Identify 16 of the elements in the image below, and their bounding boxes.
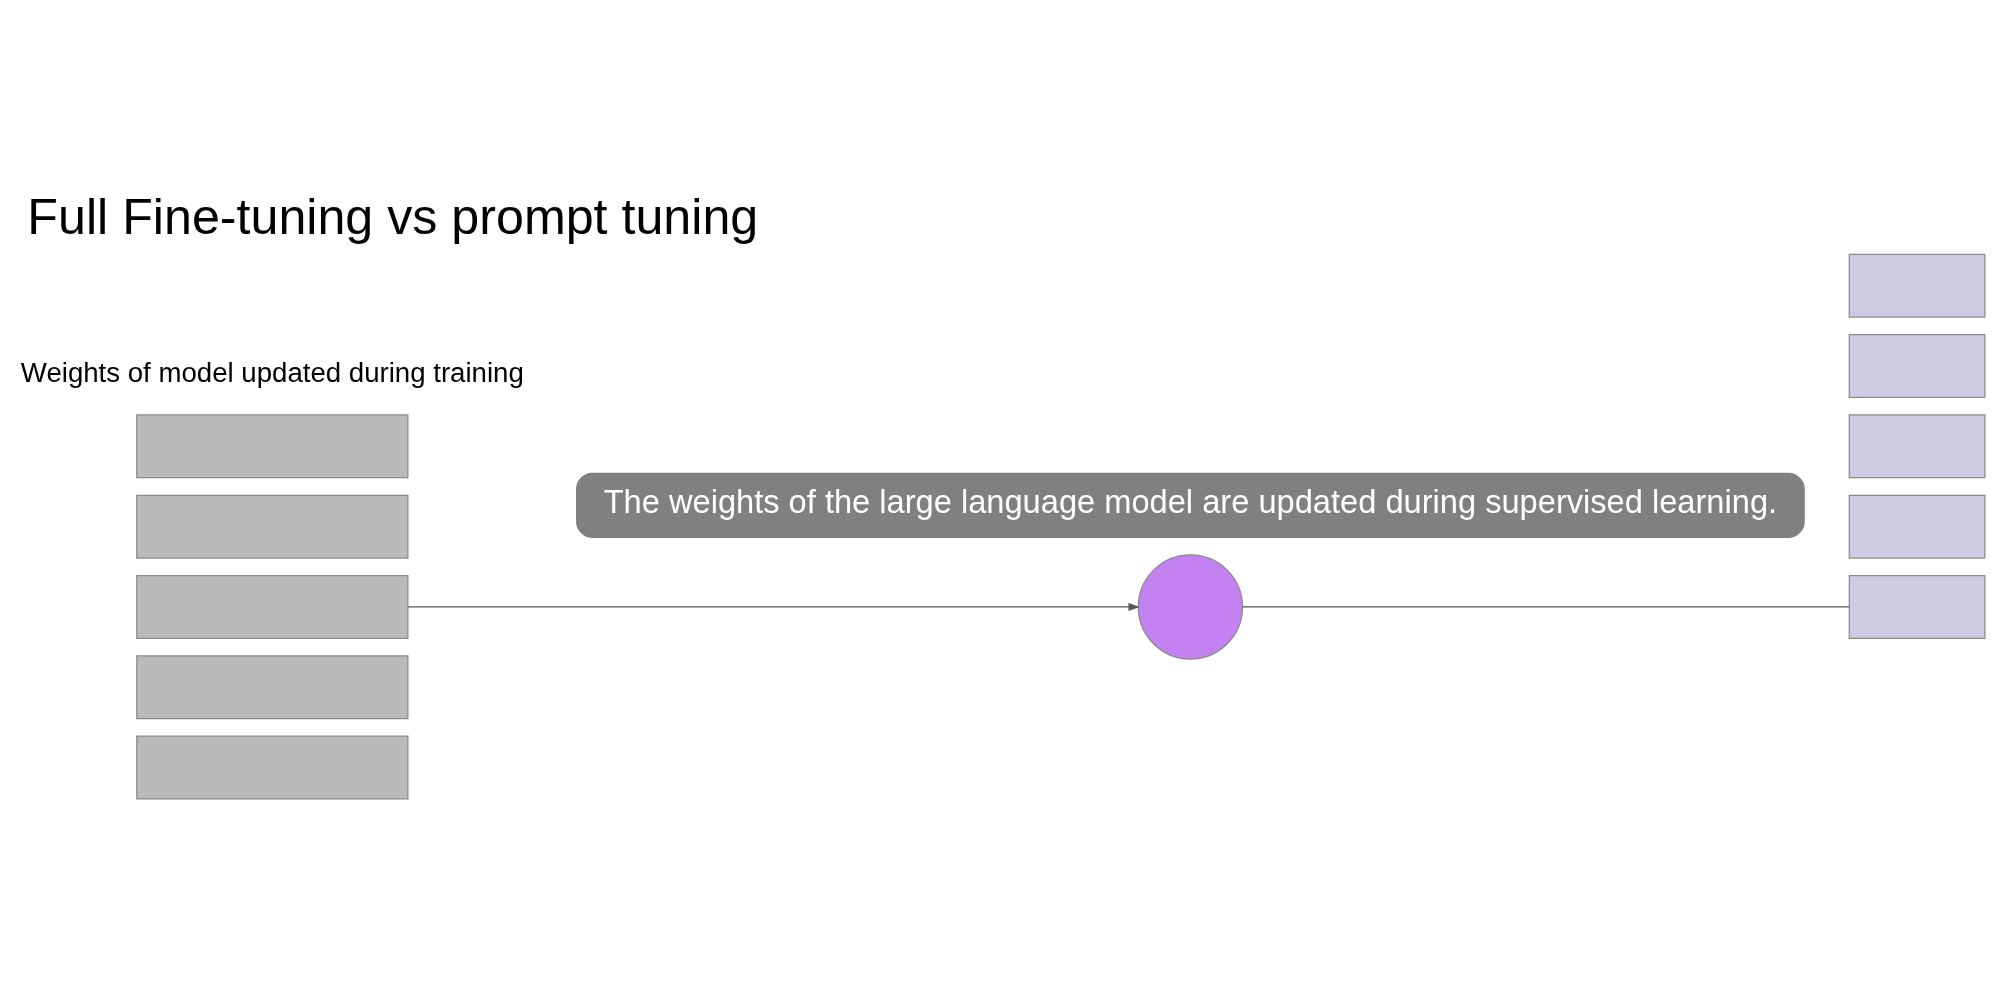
node-box	[1848, 414, 1986, 479]
node-box	[136, 655, 409, 720]
diagram-title: Full Fine-tuning vs prompt tuning	[27, 189, 759, 246]
node-box	[1848, 334, 1986, 398]
connector	[1241, 606, 1850, 608]
node-box	[136, 414, 409, 479]
node-box	[1848, 494, 1986, 559]
node-box	[1848, 574, 1986, 639]
node-circle	[1137, 554, 1244, 660]
node-box	[136, 735, 409, 800]
arrow	[407, 603, 1140, 611]
node-box	[136, 494, 409, 559]
node-box	[1848, 253, 1986, 318]
caption: The weights of the large language model are updated during supervised learning.	[603, 483, 1778, 521]
node-box	[136, 574, 409, 639]
label: Weights of model updated during training	[20, 356, 524, 388]
